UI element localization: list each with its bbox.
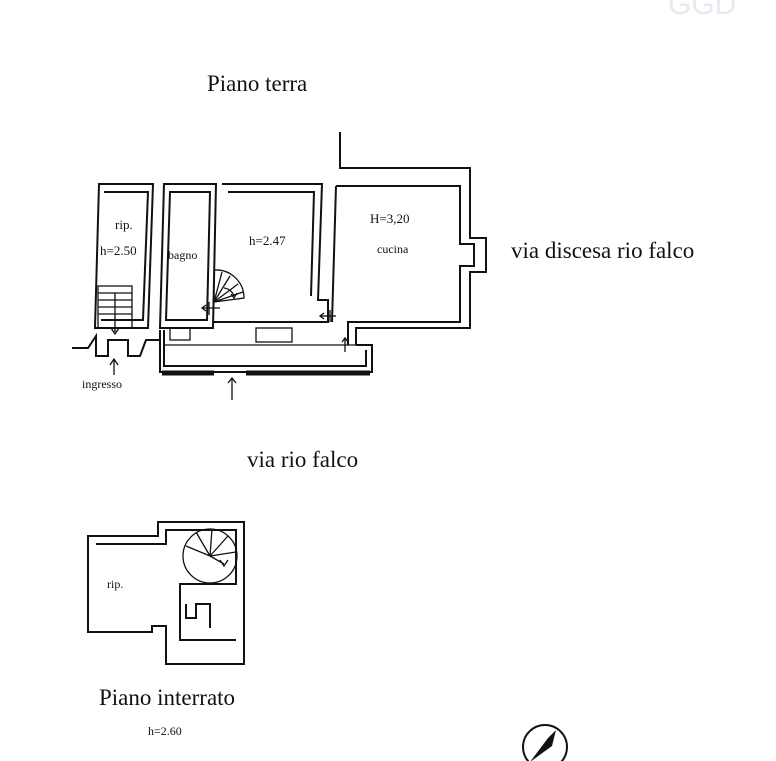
street-front-label: via rio falco [247, 447, 359, 472]
street-side-label: via discesa rio falco [511, 238, 695, 263]
room-kitchen-label: cucina [377, 242, 409, 256]
ground-floor-title: Piano terra [207, 71, 308, 96]
compass-icon [522, 724, 568, 761]
room-storage-label: rip. [115, 217, 133, 232]
basement-storage-label: rip. [107, 577, 124, 591]
basement-walls-outer [87, 521, 245, 665]
room-storage-height: h=2.50 [100, 243, 137, 258]
room-bathroom-walls [158, 183, 218, 329]
watermark: GGD [668, 0, 737, 21]
basement-title: Piano interrato [99, 685, 236, 710]
room-kitchen-height: H=3,20 [370, 211, 410, 226]
basement-spiral-staircase [182, 528, 238, 584]
entrance-stair [97, 285, 133, 336]
room-stair-walls [214, 183, 329, 323]
entrance-label: ingresso [82, 377, 122, 391]
front-portico [72, 327, 373, 400]
ground-floor-plan [72, 132, 487, 400]
room-kitchen-walls [339, 132, 487, 345]
room-storage-walls [93, 183, 155, 329]
spiral-staircase [200, 269, 245, 315]
room-bathroom-label: bagno [168, 248, 198, 262]
basement-plan [87, 521, 245, 665]
room-stair-height: h=2.47 [249, 233, 286, 248]
entrance-arrow [109, 357, 119, 375]
basement-height: h=2.60 [148, 724, 182, 738]
